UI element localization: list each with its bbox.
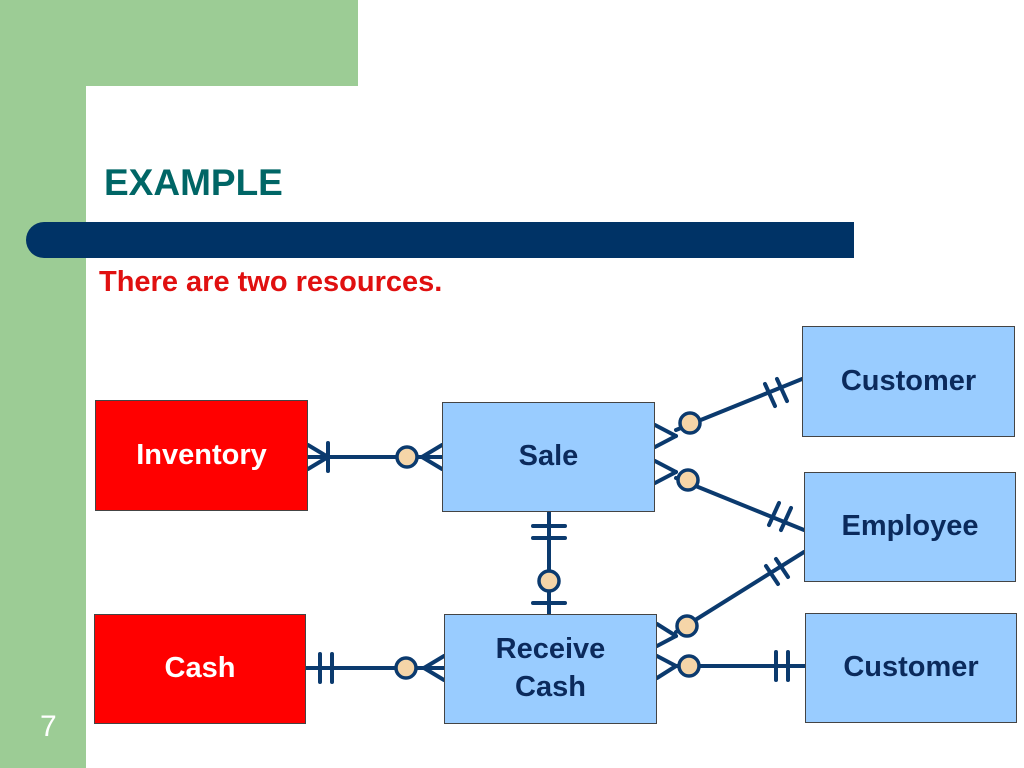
title-underline-bar — [26, 222, 854, 258]
entity-inventory: Inventory — [95, 400, 308, 511]
optional-circle-receive-employee — [675, 614, 699, 638]
entity-customer-bottom: Customer — [805, 613, 1017, 723]
slide-subtitle: There are two resources. — [99, 266, 443, 298]
entity-receive-cash: Receive Cash — [444, 614, 657, 724]
entity-customer-top: Customer — [802, 326, 1015, 437]
optional-circle-cash — [394, 656, 418, 680]
employee-bar-2 — [779, 506, 793, 532]
optional-circle-sale-employee — [676, 468, 700, 492]
sale-crowfoot — [420, 443, 444, 459]
customer-bar-2 — [775, 377, 789, 403]
receive-crowfoot-lower — [655, 654, 678, 668]
optional-circle-receive — [537, 569, 561, 593]
employee-bar-1 — [767, 501, 781, 527]
employee-bar-3 — [764, 564, 780, 586]
receive-employee-line — [674, 550, 806, 634]
customer-bar-1 — [763, 382, 777, 408]
optional-circle-sale-customer — [678, 411, 702, 435]
top-green-band — [0, 0, 358, 86]
entity-sale: Sale — [442, 402, 655, 512]
optional-circle-receive-customer — [677, 654, 701, 678]
employee-bar-4 — [774, 557, 790, 579]
receive-crowfoot — [422, 654, 446, 670]
sale-crowfoot-lower — [653, 459, 678, 474]
receive-crowfoot-upper — [655, 622, 678, 638]
entity-cash: Cash — [94, 614, 306, 724]
optional-circle-inventory — [395, 445, 419, 469]
inventory-crowfoot — [306, 443, 330, 459]
sale-crowfoot-upper — [653, 423, 678, 438]
slide-number: 7 — [40, 710, 57, 743]
entity-employee: Employee — [804, 472, 1016, 582]
left-green-band — [0, 0, 86, 768]
slide-title: EXAMPLE — [104, 162, 283, 203]
